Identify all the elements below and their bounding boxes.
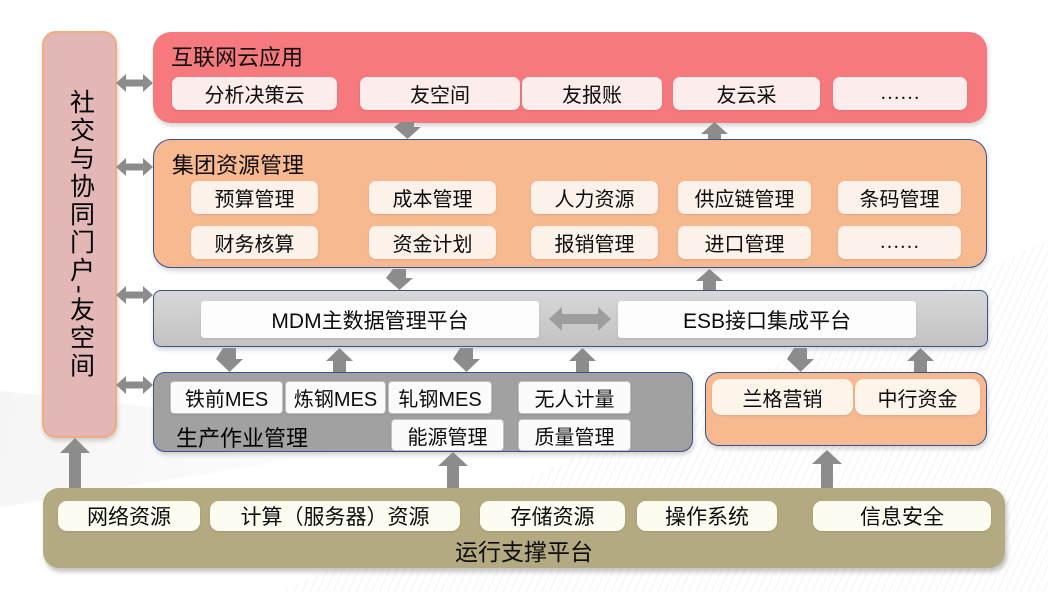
erp-item: 成本管理 [369, 181, 496, 214]
layer-operation-support: 网络资源 计算（服务器）资源 存储资源 操作系统 信息安全 运行支撑平台 [43, 488, 1005, 568]
cloud-layer-title: 互联网云应用 [171, 45, 304, 70]
infra-to-portal-up-arrow-icon [60, 438, 90, 488]
erp-item: 供应链管理 [678, 181, 811, 214]
erp-to-integration-down-arrow-icon [386, 269, 413, 290]
erp-item: 进口管理 [678, 226, 811, 259]
layer-production-mgmt: 铁前MES 炼钢MES 轧钢MES 无人计量 生产作业管理 能源管理 质量管理 [153, 372, 693, 452]
mes-item: 轧钢MES [388, 381, 492, 414]
cloud-item-more: …… [833, 77, 967, 110]
integration-to-erp-up-arrow-icon [696, 269, 723, 290]
cloud-item: 友报账 [522, 77, 662, 110]
cloud-item: 分析决策云 [172, 77, 337, 110]
infra-item: 存储资源 [480, 501, 625, 531]
erp-item: 财务核算 [191, 226, 318, 259]
infra-item: 操作系统 [637, 501, 777, 531]
cloud-item: 友空间 [360, 77, 520, 110]
integration-to-external-down-arrow-icon [787, 348, 814, 372]
cloud-to-erp-down-arrow-icon [394, 122, 421, 139]
portal-label: 社交与协同门户-友空间 [66, 88, 94, 381]
esb-platform-box: ESB接口集成平台 [618, 301, 916, 338]
infra-item: 信息安全 [813, 501, 991, 531]
erp-item: 报销管理 [531, 226, 658, 259]
layer-cloud-apps: 互联网云应用 分析决策云 友空间 友报账 友云采 …… [153, 32, 987, 123]
portal-cloud-double-arrow-icon [116, 72, 153, 94]
mdm-esb-double-arrow-icon [549, 304, 611, 334]
portal-mes-double-arrow-icon [116, 374, 153, 396]
external-to-integration-up-arrow-icon [907, 348, 934, 372]
mes-item: 炼钢MES [285, 381, 386, 414]
external-item: 中行资金 [855, 379, 980, 415]
infra-item: 网络资源 [58, 501, 200, 531]
integration-to-mes-down-arrow-icon [453, 348, 480, 372]
layer-external-systems: 兰格营销 中行资金 [705, 372, 987, 446]
infra-item: 计算（服务器）资源 [210, 501, 460, 531]
cloud-item: 友云采 [673, 77, 820, 110]
erp-to-cloud-up-arrow-icon [701, 122, 728, 139]
erp-item: 资金计划 [369, 226, 496, 259]
erp-item-more: …… [838, 226, 961, 259]
portal-erp-double-arrow-icon [116, 156, 153, 178]
external-item: 兰格营销 [712, 379, 853, 415]
mes-item: 能源管理 [391, 419, 504, 451]
layer-integration-platform: MDM主数据管理平台 ESB接口集成平台 [153, 290, 988, 347]
portal-bar: 社交与协同门户-友空间 [42, 31, 117, 438]
mes-layer-title: 生产作业管理 [176, 426, 309, 451]
infra-to-external-up-arrow-icon [812, 450, 842, 488]
mes-to-integration-up-arrow-icon [569, 348, 596, 372]
mes-item: 铁前MES [170, 381, 283, 414]
mes-item: 质量管理 [518, 419, 631, 451]
infra-to-mes-up-arrow-icon [438, 452, 468, 488]
mdm-platform-box: MDM主数据管理平台 [201, 301, 539, 338]
erp-item: 人力资源 [531, 181, 658, 214]
erp-item: 预算管理 [191, 181, 318, 214]
mes-item: 无人计量 [518, 381, 631, 414]
integration-to-mes-down-arrow-icon [216, 348, 243, 372]
portal-integration-double-arrow-icon [116, 284, 153, 306]
infra-layer-title: 运行支撑平台 [455, 540, 593, 565]
mes-to-integration-up-arrow-icon [326, 348, 353, 372]
layer-group-resource-mgmt: 集团资源管理 预算管理 成本管理 人力资源 供应链管理 条码管理 财务核算 资金… [153, 139, 987, 268]
erp-layer-title: 集团资源管理 [172, 153, 305, 178]
erp-item: 条码管理 [838, 181, 961, 214]
